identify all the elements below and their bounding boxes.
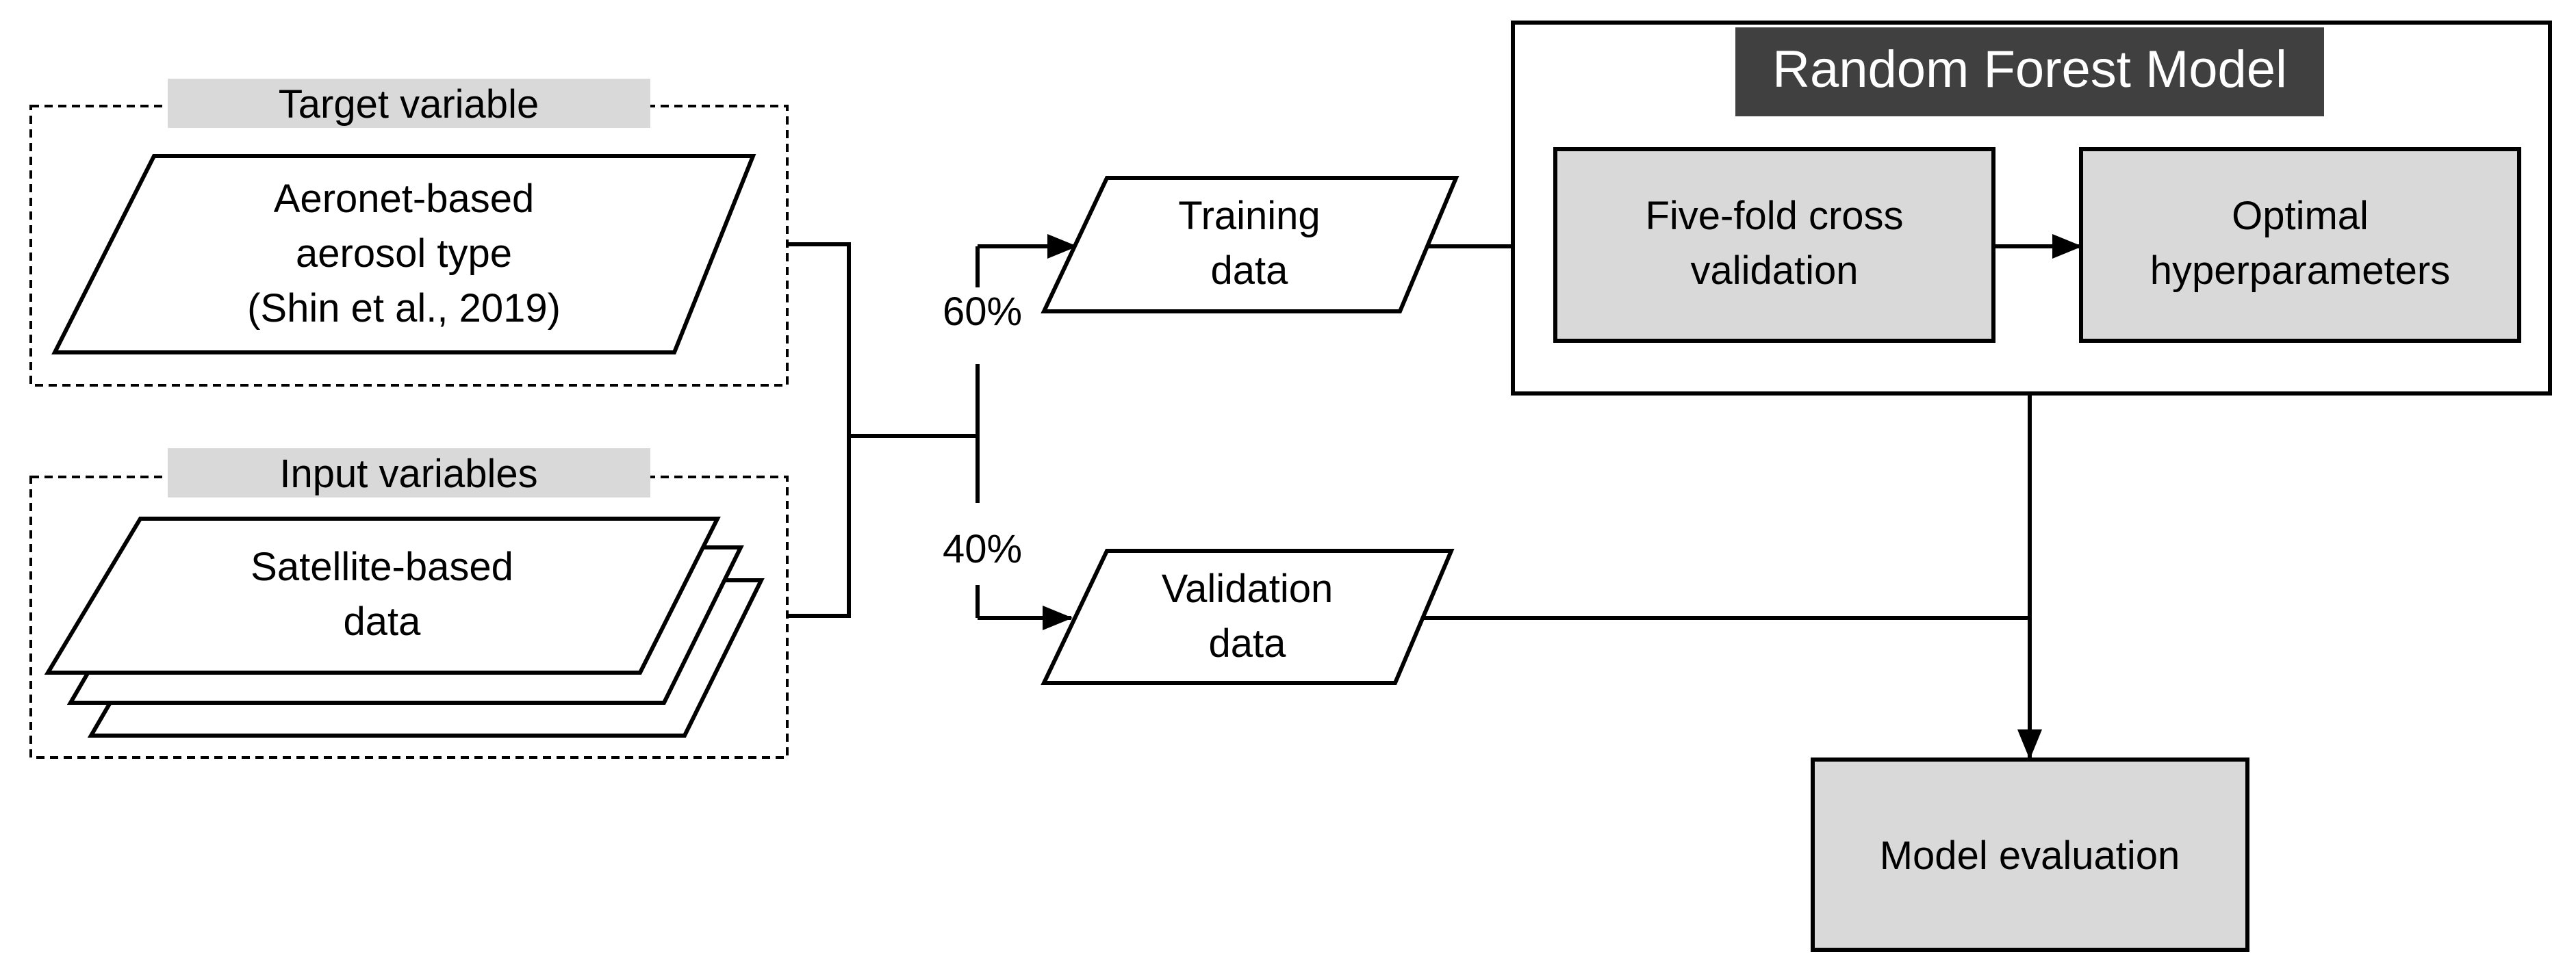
crossval-box xyxy=(1553,147,1995,343)
train-percent-label: 60% xyxy=(943,289,1022,334)
validation-data-node: Validation data xyxy=(1041,549,1455,685)
validation-line-1: Validation xyxy=(1162,567,1333,611)
optimal-line-2: hyperparameters xyxy=(2150,248,2450,293)
aeronet-line-3: (Shin et al., 2019) xyxy=(247,286,561,331)
input-group-label: Input variables xyxy=(279,452,537,496)
aeronet-line-2: aerosol type xyxy=(296,231,512,276)
training-line-2: data xyxy=(1211,248,1289,293)
aeronet-line-1: Aeronet-based xyxy=(274,177,534,221)
target-variable-group: Target variable Aeronet-based aerosol ty… xyxy=(29,79,789,387)
validation-parallelogram xyxy=(1041,549,1455,685)
random-forest-model: Random Forest Model Five-fold cross vali… xyxy=(1511,21,2552,396)
target-group-label: Target variable xyxy=(279,82,539,127)
model-title-bar xyxy=(1735,27,2324,116)
aeronet-parallelogram xyxy=(51,154,756,354)
split-connectors: 60% 40% xyxy=(789,234,1077,630)
optimal-box xyxy=(2079,147,2521,343)
training-data-node: Training data xyxy=(1041,176,1459,313)
training-parallelogram xyxy=(1041,176,1459,313)
input-group-border xyxy=(29,476,789,759)
optimal-line-1: Optimal xyxy=(2232,194,2369,238)
crossval-line-2: validation xyxy=(1690,248,1858,293)
validation-percent-label: 40% xyxy=(943,527,1022,571)
target-group-border xyxy=(29,105,789,387)
model-title: Random Forest Model xyxy=(1772,40,2287,99)
training-line-1: Training xyxy=(1178,194,1320,238)
merge-bracket xyxy=(789,242,851,618)
target-group-label-bg xyxy=(168,79,650,128)
evaluation-connectors xyxy=(1424,393,2042,760)
satellite-line-1: Satellite-based xyxy=(251,545,513,589)
model-evaluation-node: Model evaluation xyxy=(1811,758,2249,952)
crossval-line-1: Five-fold cross xyxy=(1645,194,1903,238)
evaluation-label: Model evaluation xyxy=(1880,833,2180,878)
evaluation-box xyxy=(1811,758,2249,952)
satellite-line-2: data xyxy=(344,599,422,644)
satellite-parallelogram xyxy=(44,517,721,675)
input-variables-group: Input variables Satellite-based data xyxy=(29,448,789,759)
input-group-label-bg xyxy=(168,448,650,497)
validation-line-2: data xyxy=(1209,621,1287,666)
